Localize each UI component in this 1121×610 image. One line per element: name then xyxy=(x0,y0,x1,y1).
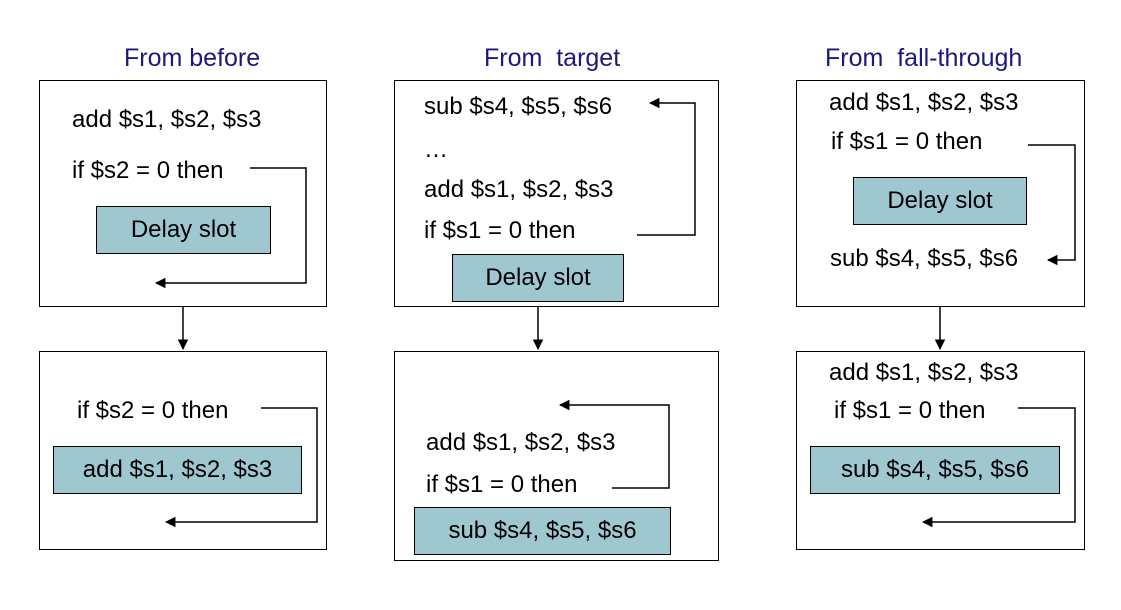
target-top-sub-line: sub $s4, $s5, $s6 xyxy=(424,93,613,120)
before-top-if-line: if $s2 = 0 then xyxy=(72,157,224,184)
fall-through-top-if-line: if $s1 = 0 then xyxy=(831,128,983,155)
target-top-add-line: add $s1, $s2, $s3 xyxy=(424,176,614,203)
column-title-before: From before xyxy=(124,44,261,72)
fall-through-top-add-line: add $s1, $s2, $s3 xyxy=(829,89,1019,116)
before-bottom-filled-slot: add $s1, $s2, $s3 xyxy=(53,446,302,494)
fall-through-bottom-filled-slot: sub $s4, $s5, $s6 xyxy=(810,446,1060,494)
column-title-target: From target xyxy=(484,44,621,72)
fall-through-top-sub-line: sub $s4, $s5, $s6 xyxy=(830,245,1019,272)
fall-through-top-delay-slot: Delay slot xyxy=(853,177,1027,225)
before-top-add-line: add $s1, $s2, $s3 xyxy=(72,106,262,133)
before-bottom-if-line: if $s2 = 0 then xyxy=(77,397,229,424)
before-top-delay-slot: Delay slot xyxy=(96,206,271,254)
column-title-fall-through: From fall-through xyxy=(825,44,1023,72)
target-top-delay-slot: Delay slot xyxy=(452,254,624,302)
fall-through-bottom-if-line: if $s1 = 0 then xyxy=(834,397,986,424)
target-top-ellipsis: … xyxy=(424,136,448,163)
fall-through-bottom-add-line: add $s1, $s2, $s3 xyxy=(829,359,1019,386)
target-bottom-add-line: add $s1, $s2, $s3 xyxy=(426,429,616,456)
target-bottom-filled-slot: sub $s4, $s5, $s6 xyxy=(414,507,671,555)
target-top-if-line: if $s1 = 0 then xyxy=(424,217,576,244)
target-bottom-if-line: if $s1 = 0 then xyxy=(426,471,578,498)
